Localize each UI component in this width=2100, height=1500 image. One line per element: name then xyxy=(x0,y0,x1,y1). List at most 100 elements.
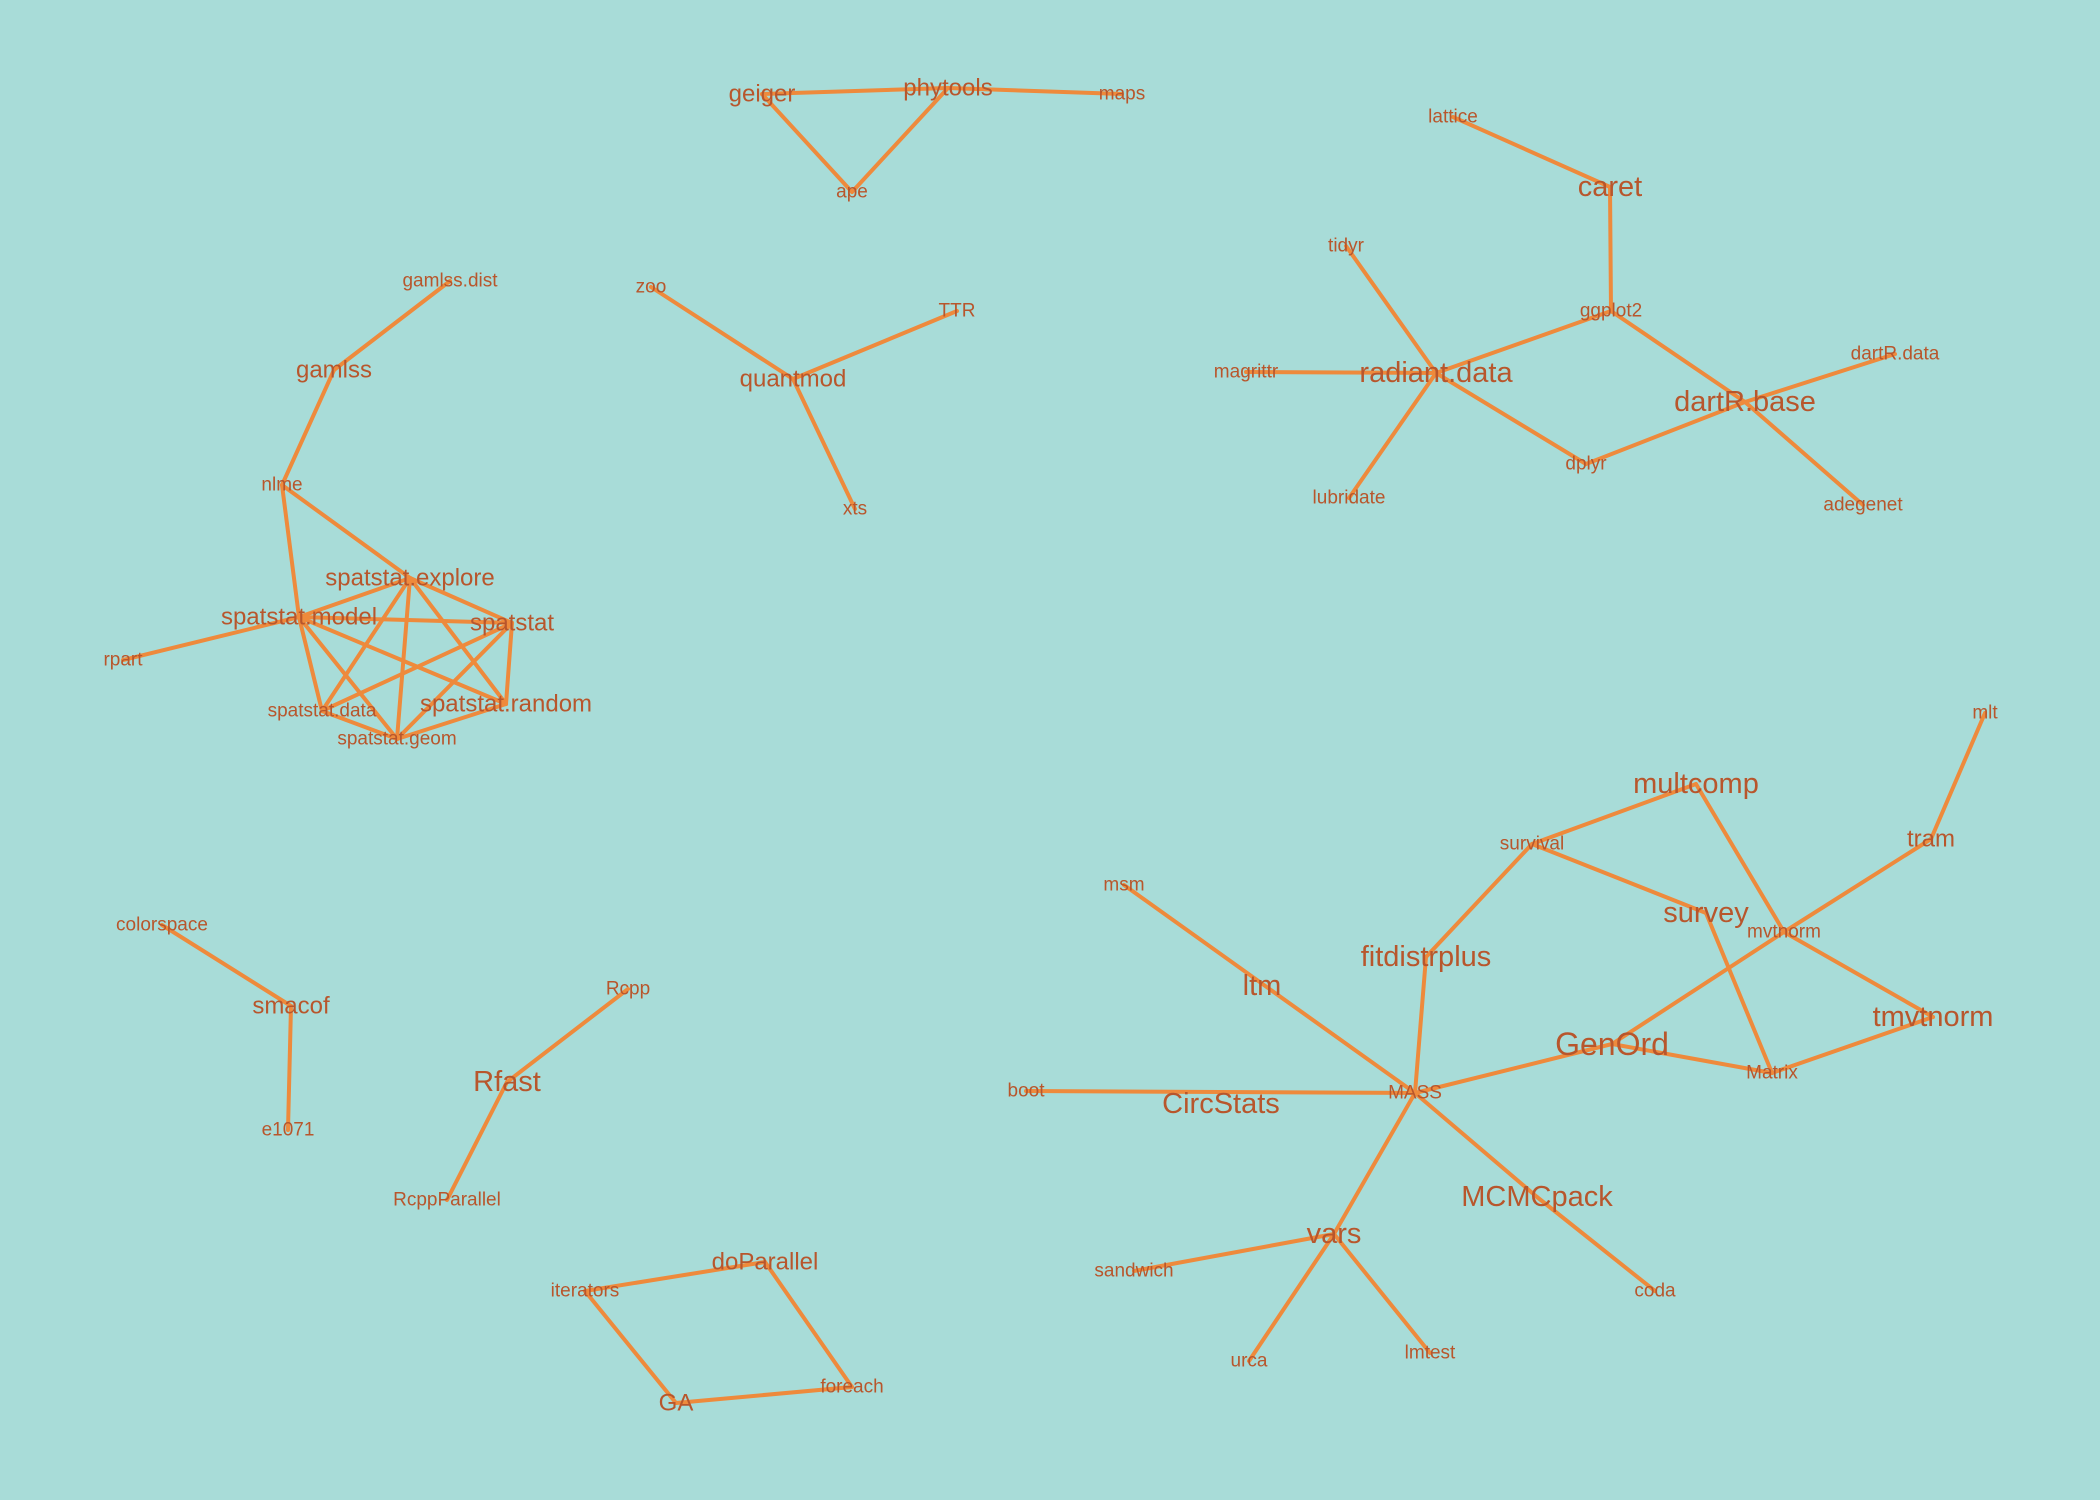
edge-spatstat.explore-spatstat.data xyxy=(320,576,412,713)
edge-lattice-caret xyxy=(1451,115,1612,189)
edge-msm-MASS xyxy=(1122,883,1417,1095)
node-msm: msm xyxy=(1103,875,1144,896)
edge-survival-survey xyxy=(1530,842,1708,915)
edge-vars-sandwich xyxy=(1132,1232,1336,1273)
edge-quantmod-xts xyxy=(791,377,857,511)
node-spatstat: spatstat xyxy=(470,610,554,637)
edge-zoo-quantmod xyxy=(649,285,795,381)
edge-multcomp-survival xyxy=(1530,782,1698,846)
node-GA: GA xyxy=(659,1390,694,1417)
edge-colorspace-smacof xyxy=(160,923,293,1008)
edge-spatstat.explore-spatstat.geom xyxy=(395,576,412,741)
edge-gamlss.dist-gamlss xyxy=(332,279,452,372)
edge-boot-MASS xyxy=(1024,1089,1417,1095)
node-e1071: e1071 xyxy=(262,1120,315,1141)
edge-spatstat.model-spatstat.explore xyxy=(297,576,412,619)
node-urca: urca xyxy=(1231,1351,1268,1372)
node-Rcpp: Rcpp xyxy=(606,979,650,1000)
node-TTR: TTR xyxy=(939,301,976,322)
node-multcomp: multcomp xyxy=(1633,768,1759,800)
edge-Matrix-GenOrd xyxy=(1610,1042,1774,1075)
edge-MCMCpack-coda xyxy=(1535,1195,1657,1293)
node-smacof: smacof xyxy=(252,993,330,1020)
edge-dartR.base-adegenet xyxy=(1743,400,1865,507)
edge-survival-fitdistrplus xyxy=(1424,842,1534,959)
edge-tram-mvtnorm xyxy=(1782,837,1933,934)
edge-mvtnorm-GenOrd xyxy=(1610,930,1786,1046)
node-caret: caret xyxy=(1578,171,1642,203)
edge-spatstat-spatstat.geom xyxy=(395,621,514,741)
edge-mvtnorm-tmvtnorm xyxy=(1782,930,1935,1019)
node-adegenet: adegenet xyxy=(1823,495,1903,516)
node-GenOrd: GenOrd xyxy=(1555,1026,1669,1062)
node-tidyr: tidyr xyxy=(1328,236,1365,257)
node-rpart: rpart xyxy=(103,650,143,671)
edge-spatstat.data-spatstat.geom xyxy=(320,709,399,741)
edge-nlme-spatstat.model xyxy=(280,483,301,619)
edge-geiger-ape xyxy=(760,92,854,194)
edge-GenOrd-MASS xyxy=(1413,1042,1614,1095)
node-quantmod: quantmod xyxy=(740,366,847,393)
edge-Rcpp-Rfast xyxy=(505,987,630,1084)
edge-Rfast-RcppParallel xyxy=(445,1080,509,1202)
edge-spatstat.model-spatstat.geom xyxy=(297,615,399,741)
node-dplyr: dplyr xyxy=(1565,454,1607,475)
edge-quantmod-TTR xyxy=(791,309,959,381)
edge-spatstat.random-spatstat.geom xyxy=(395,702,508,741)
edge-phytools-ape xyxy=(850,86,950,194)
node-nlme: nlme xyxy=(261,475,302,496)
node-mlt: mlt xyxy=(1972,703,1998,724)
node-ggplot2: ggplot2 xyxy=(1580,301,1642,322)
edge-radiant.data-lubridate xyxy=(1347,371,1438,500)
node-lmtest: lmtest xyxy=(1405,1343,1456,1364)
node-lattice: lattice xyxy=(1428,107,1478,128)
edge-smacof-e1071 xyxy=(286,1004,293,1132)
node-Matrix: Matrix xyxy=(1746,1063,1798,1084)
node-MCMCpack: MCMCpack xyxy=(1461,1181,1613,1213)
node-Rfast: Rfast xyxy=(473,1066,541,1098)
edge-vars-urca xyxy=(1247,1232,1336,1363)
node-fitdistrplus: fitdistrplus xyxy=(1361,941,1492,973)
edge-magrittr-radiant.data xyxy=(1244,370,1438,375)
edge-vars-lmtest xyxy=(1332,1232,1432,1355)
edge-spatstat.explore-spatstat.random xyxy=(408,576,508,706)
node-spatstat-explore: spatstat.explore xyxy=(325,565,494,592)
edge-ggplot2-dartR.base xyxy=(1609,309,1747,404)
node-vars: vars xyxy=(1307,1218,1362,1250)
edge-gamlss-nlme xyxy=(280,368,336,487)
edge-mlt-tram xyxy=(1929,711,1987,841)
edge-MASS-vars xyxy=(1332,1091,1417,1236)
edge-Matrix-tmvtnorm xyxy=(1770,1015,1935,1075)
node-boot: boot xyxy=(1008,1081,1046,1102)
edge-geiger-phytools xyxy=(760,86,950,96)
node-phytools: phytools xyxy=(903,75,992,102)
edge-rpart-spatstat.model xyxy=(121,615,301,662)
node-maps: maps xyxy=(1099,84,1145,105)
edges-layer xyxy=(121,86,1987,1405)
edge-tidyr-radiant.data xyxy=(1344,244,1438,375)
edge-GA-foreach xyxy=(674,1385,854,1405)
edge-nlme-spatstat.explore xyxy=(280,483,412,580)
node-tram: tram xyxy=(1907,826,1955,853)
node-magrittr: magrittr xyxy=(1214,362,1279,383)
node-ltm: ltm xyxy=(1243,970,1282,1002)
node-spatstat-data: spatstat.data xyxy=(268,701,377,722)
edge-caret-ggplot2 xyxy=(1608,185,1613,313)
node-xts: xts xyxy=(843,499,867,520)
node-radiant-data: radiant.data xyxy=(1359,357,1513,389)
node-gamlss-dist: gamlss.dist xyxy=(402,271,498,292)
node-CircStats: CircStats xyxy=(1162,1088,1280,1120)
node-dartR-base: dartR.base xyxy=(1674,386,1816,418)
node-lubridate: lubridate xyxy=(1313,488,1386,509)
node-spatstat-model: spatstat.model xyxy=(221,604,377,631)
node-ape: ape xyxy=(836,182,868,203)
node-dartR-data: dartR.data xyxy=(1851,344,1940,365)
edge-multcomp-mvtnorm xyxy=(1694,782,1786,934)
edge-spatstat-spatstat.data xyxy=(320,621,514,713)
node-RcppParallel: RcppParallel xyxy=(393,1190,501,1211)
edge-MASS-MCMCpack xyxy=(1413,1091,1539,1199)
edge-spatstat-spatstat.random xyxy=(504,621,514,706)
edge-foreach-doParallel xyxy=(763,1260,854,1389)
edge-dplyr-dartR.base xyxy=(1584,400,1747,466)
